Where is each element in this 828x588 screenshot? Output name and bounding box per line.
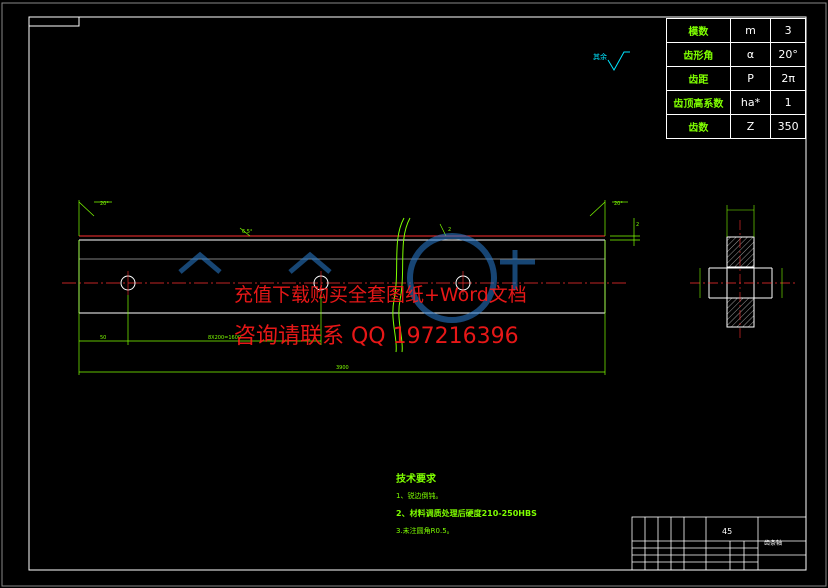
parameter-row-pressure-angle: 齿形角 α 20° bbox=[666, 42, 806, 67]
parameter-symbol: m bbox=[729, 18, 772, 43]
parameter-value: 350 bbox=[770, 114, 806, 139]
parameter-row-addendum: 齿顶高系数 ha* 1 bbox=[666, 90, 806, 115]
parameter-name: 齿数 bbox=[666, 114, 731, 139]
watermark-line-2: 咨询请联系 QQ 197216396 bbox=[234, 324, 519, 349]
title-block-part-name: 齿条轴 bbox=[764, 540, 783, 547]
gear-parameter-table: 模数 m 3 齿形角 α 20° 齿距 P 2π 齿顶高系数 ha* 1 齿数 … bbox=[666, 18, 806, 139]
roughness-symbol-icon bbox=[607, 51, 630, 71]
svg-text:6.5°: 6.5° bbox=[242, 229, 253, 235]
watermark-logo bbox=[178, 233, 535, 323]
parameter-symbol: P bbox=[729, 66, 772, 91]
parameter-name: 齿顶高系数 bbox=[666, 90, 731, 115]
svg-text:20°: 20° bbox=[614, 201, 623, 207]
requirement-item: 1、锐边倒钝。 bbox=[396, 492, 443, 500]
parameter-name: 模数 bbox=[666, 18, 731, 43]
parameter-value: 2π bbox=[770, 66, 806, 91]
svg-text:3900: 3900 bbox=[336, 365, 349, 371]
roughness-note: 其余 bbox=[593, 53, 607, 61]
title-block-material: 45 bbox=[722, 527, 733, 536]
requirement-item: 2、材料调质处理后硬度210-250HBS bbox=[396, 509, 537, 518]
technical-requirements: 技术要求 1、锐边倒钝。 2、材料调质处理后硬度210-250HBS 3.未注圆… bbox=[396, 470, 537, 543]
parameter-value: 3 bbox=[770, 18, 806, 43]
parameter-row-pitch: 齿距 P 2π bbox=[666, 66, 806, 91]
parameter-symbol: α bbox=[729, 42, 772, 67]
svg-text:2: 2 bbox=[636, 222, 639, 228]
corner-label-box bbox=[28, 16, 80, 27]
rack-side-view bbox=[690, 205, 795, 340]
title-block bbox=[631, 516, 807, 571]
parameter-value: 1 bbox=[770, 90, 806, 115]
dimension-texts: 20° 20° 2 6.5° 2 50 8X200=1600 3900 bbox=[100, 201, 639, 371]
svg-text:50: 50 bbox=[100, 335, 106, 341]
parameter-name: 齿距 bbox=[666, 66, 731, 91]
watermark-line-1: 充值下载购买全套图纸+Word文档 bbox=[234, 284, 527, 306]
svg-text:20°: 20° bbox=[100, 201, 109, 207]
technical-requirements-title: 技术要求 bbox=[396, 474, 436, 485]
svg-text:8X200=1600: 8X200=1600 bbox=[208, 335, 241, 341]
drawing-frame bbox=[28, 16, 807, 571]
parameter-row-teeth: 齿数 Z 350 bbox=[666, 114, 806, 139]
parameter-row-module: 模数 m 3 bbox=[666, 18, 806, 43]
parameter-symbol: ha* bbox=[729, 90, 772, 115]
svg-text:2: 2 bbox=[448, 227, 451, 233]
parameter-value: 20° bbox=[770, 42, 806, 67]
parameter-symbol: Z bbox=[729, 114, 772, 139]
parameter-name: 齿形角 bbox=[666, 42, 731, 67]
requirement-item: 3.未注圆角R0.5。 bbox=[396, 527, 454, 535]
